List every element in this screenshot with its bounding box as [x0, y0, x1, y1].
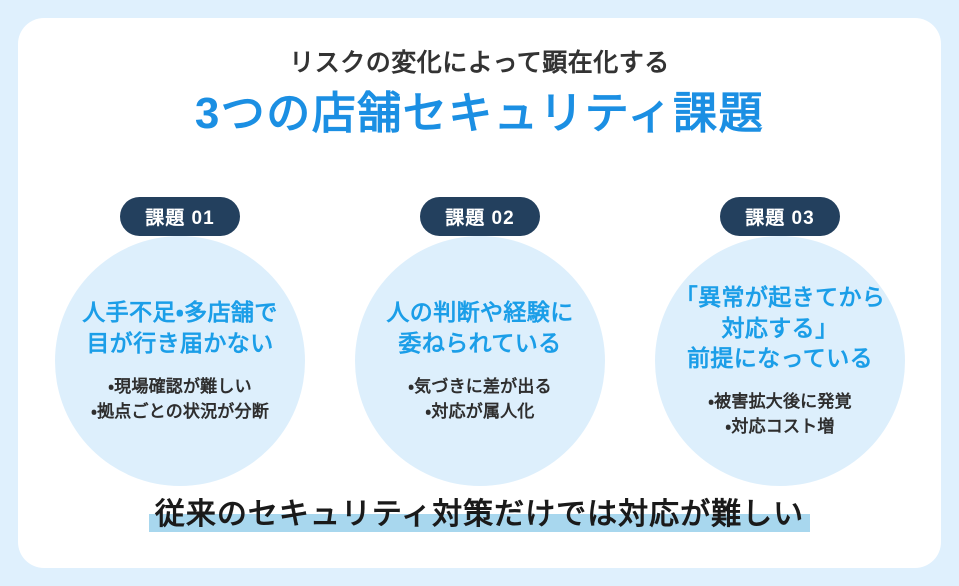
challenge-bullet-2-1: ・気づきに差が出る: [408, 376, 552, 396]
page-title: 3つの店舗セキュリティ課題: [194, 89, 765, 138]
challenge-column-2: 課題 02 人の判断や経験に 委ねられている ・気づきに差が出る ・対応が属人化: [330, 179, 630, 489]
challenge-bullets-1: ・現場確認が難しい ・拠点ごとの状況が分断: [91, 374, 269, 425]
challenge-heading-3-line-3: 前提になっている: [686, 345, 874, 372]
challenge-heading-3-line-1: 「異常が起きてから: [674, 284, 886, 311]
challenge-heading-1-line-1: 人手不足・多店舗で: [82, 299, 278, 326]
circle-background-2: [355, 236, 605, 486]
challenge-heading-1-line-2: 目が行き届かない: [86, 330, 274, 356]
circle-content-3: 「異常が起きてから 対応する」 前提になっている ・被害拡大後に発覚 ・対応コス…: [630, 236, 930, 486]
infographic-card: リスクの変化によって顕在化する 3つの店舗セキュリティ課題 課題 01 人手不足…: [18, 18, 941, 568]
challenge-heading-2: 人の判断や経験に 委ねられている: [386, 297, 573, 358]
footer-highlight-bar: [148, 514, 811, 532]
footer: 従来のセキュリティ対策だけでは対応が難しい: [18, 497, 941, 533]
challenge-badge-1: 課題 01: [120, 197, 240, 236]
challenge-heading-2-line-1: 人の判断や経験に: [386, 299, 574, 326]
challenge-heading-3: 「異常が起きてから 対応する」 前提になっている: [675, 282, 886, 374]
footer-statement: 従来のセキュリティ対策だけでは対応が難しい: [148, 497, 811, 533]
subtitle: リスクの変化によって顕在化する: [289, 49, 670, 77]
challenge-heading-2-line-2: 委ねられている: [398, 330, 562, 356]
challenge-bullet-3-2: ・対応コスト増: [725, 417, 835, 437]
challenge-heading-1: 人手不足・多店舗で 目が行き届かない: [82, 297, 277, 358]
circle-background-1: [55, 236, 305, 486]
footer-statement-label: 従来のセキュリティ対策だけでは対応が難しい: [154, 498, 805, 531]
circle-content-2: 人の判断や経験に 委ねられている ・気づきに差が出る ・対応が属人化: [330, 236, 630, 486]
challenge-bullet-1-2: ・拠点ごとの状況が分断: [91, 402, 269, 422]
circle-content-1: 人手不足・多店舗で 目が行き届かない ・現場確認が難しい ・拠点ごとの状況が分断: [30, 236, 330, 486]
challenge-bullets-2: ・気づきに差が出る ・対応が属人化: [408, 374, 552, 425]
challenge-badge-2: 課題 02: [420, 197, 540, 236]
challenge-column-3: 課題 03 「異常が起きてから 対応する」 前提になっている ・被害拡大後に発覚…: [630, 179, 930, 489]
challenge-bullets-3: ・被害拡大後に発覚 ・対応コスト増: [708, 389, 852, 440]
challenge-bullet-3-1: ・被害拡大後に発覚: [708, 391, 852, 411]
circle-background-3: [655, 236, 905, 486]
challenge-bullet-1-1: ・現場確認が難しい: [108, 376, 252, 396]
header: リスクの変化によって顕在化する 3つの店舗セキュリティ課題: [18, 48, 941, 141]
challenge-badge-3: 課題 03: [720, 197, 840, 236]
challenge-bullet-2-2: ・対応が属人化: [425, 402, 535, 422]
challenge-heading-3-line-2: 対応する」: [721, 314, 839, 341]
challenge-column-1: 課題 01 人手不足・多店舗で 目が行き届かない ・現場確認が難しい ・拠点ごと…: [30, 179, 330, 489]
